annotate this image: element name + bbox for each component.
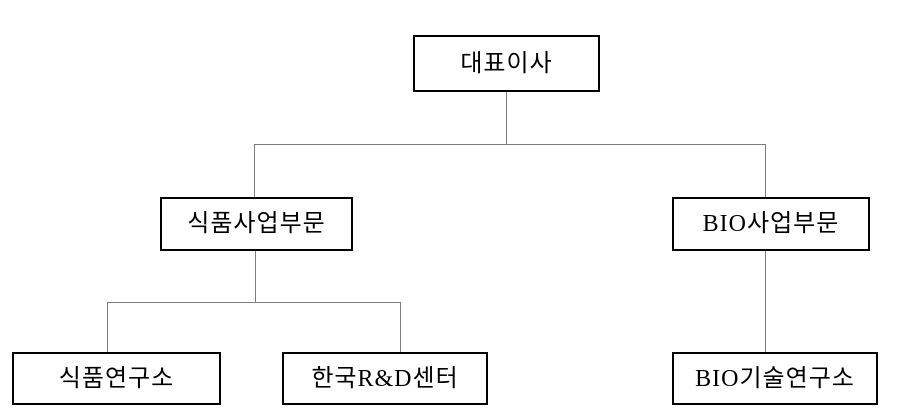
- connector-root-stem: [506, 92, 507, 144]
- org-node-rnd-center-label: 한국R&D센터: [311, 365, 459, 392]
- connector-bio-division-drop: [765, 145, 766, 197]
- org-node-bio-division: BIO사업부문: [672, 197, 870, 251]
- org-node-food-division-label: 식품사업부문: [187, 211, 326, 237]
- org-node-bio-lab: BIO기술연구소: [672, 352, 878, 405]
- org-node-food-lab: 식품연구소: [12, 352, 221, 405]
- connector-food-lab-drop: [107, 303, 108, 352]
- org-node-ceo: 대표이사: [413, 35, 600, 92]
- connector-level1-crossbar: [254, 144, 766, 145]
- org-node-food-lab-label: 식품연구소: [58, 365, 175, 392]
- org-node-bio-division-label: BIO사업부문: [702, 211, 840, 237]
- org-node-rnd-center: 한국R&D센터: [282, 352, 488, 405]
- connector-rnd-center-drop: [400, 303, 401, 352]
- connector-bio-lab-stem: [765, 251, 766, 352]
- connector-level2-crossbar: [107, 302, 401, 303]
- org-node-food-division: 식품사업부문: [160, 197, 353, 251]
- connector-food-division-stem: [255, 251, 256, 302]
- org-node-ceo-label: 대표이사: [460, 50, 553, 77]
- org-node-bio-lab-label: BIO기술연구소: [695, 365, 855, 392]
- connector-food-division-drop: [254, 145, 255, 197]
